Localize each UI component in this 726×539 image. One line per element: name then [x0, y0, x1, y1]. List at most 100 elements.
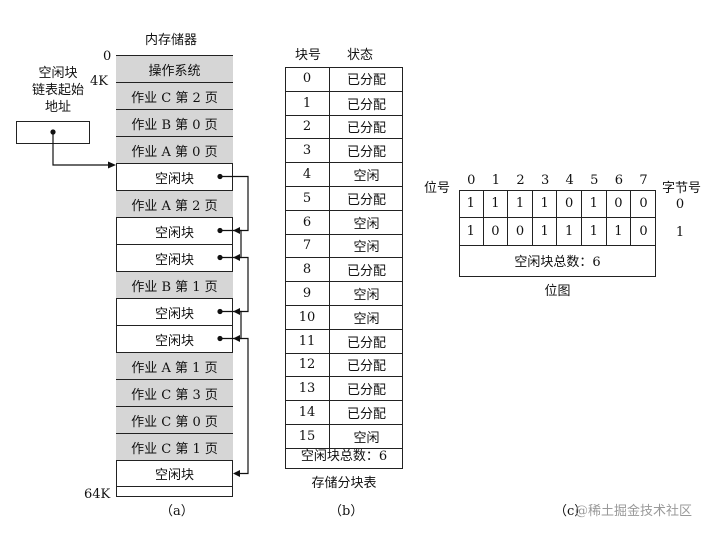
block-table-row: 5 已分配 — [285, 186, 403, 210]
bit-number-label: 位号 — [424, 181, 451, 196]
block-state: 空闲 — [353, 169, 380, 185]
block-state: 空闲 — [353, 240, 380, 256]
free-list-link — [220, 310, 242, 340]
free-list-link — [220, 256, 249, 313]
bitmap-bit: 1 — [582, 218, 607, 246]
caption-b: （b） — [329, 504, 364, 519]
bit-number: 1 — [491, 173, 501, 188]
block-state: 已分配 — [346, 121, 386, 137]
memory-allocated-block: 作业 B 第 1 页 — [116, 271, 233, 298]
bitmap-bit: 0 — [606, 190, 632, 218]
block-state: 空闲 — [353, 311, 380, 327]
bitmap-bit: 1 — [508, 190, 533, 218]
bitmap-bit: 1 — [557, 218, 582, 246]
bit-number: 4 — [565, 173, 574, 188]
arrowhead — [233, 470, 240, 477]
bitmap-bit: 0 — [557, 190, 582, 218]
block-number: 13 — [285, 377, 330, 401]
block-state: 空闲 — [353, 430, 380, 446]
block-number: 6 — [285, 210, 330, 234]
memory-allocated-block: 操作系统 — [116, 55, 233, 82]
block-state: 已分配 — [346, 73, 386, 89]
bitmap-bit: 1 — [582, 190, 607, 218]
block-number: 0 — [285, 67, 330, 91]
free-list-head-label-1: 空闲块 — [38, 66, 78, 81]
block-state: 已分配 — [346, 145, 386, 161]
memory-allocated-block: 作业 A 第 2 页 — [116, 190, 233, 217]
memory-allocated-block: 作业 C 第 1 页 — [116, 433, 233, 460]
block-table-row: 8 已分配 — [285, 257, 403, 282]
byte-number-label: 字节号 — [662, 181, 702, 196]
block-table-header-state: 状态 — [347, 48, 374, 63]
caption-c: （c） — [554, 504, 588, 519]
bitmap-bit: 0 — [631, 218, 656, 246]
bit-number: 5 — [590, 173, 599, 188]
bitmap-bit: 0 — [631, 190, 656, 218]
block-state: 已分配 — [346, 264, 386, 280]
bit-number: 7 — [639, 173, 648, 188]
arrowhead — [108, 161, 116, 169]
memory-free-block: 空闲块 — [116, 244, 233, 271]
bitmap-bit: 1 — [459, 190, 484, 218]
block-table-row: 4 空闲 — [285, 162, 403, 186]
block-number: 4 — [285, 163, 330, 186]
address-4k-label: 4K — [90, 74, 108, 89]
memory-allocated-block: 作业 A 第 1 页 — [116, 352, 233, 379]
block-state: 已分配 — [346, 97, 386, 113]
bitmap-bit: 1 — [459, 218, 484, 246]
block-number: 9 — [285, 282, 330, 305]
block-table-row: 13 已分配 — [285, 376, 403, 401]
byte-number: 0 — [675, 197, 685, 212]
head-pointer-line — [52, 132, 113, 166]
block-number: 1 — [285, 91, 330, 115]
memory-free-block: 空闲块 — [116, 298, 233, 325]
memory-allocated-block: 作业 B 第 0 页 — [116, 109, 233, 136]
bitmap-title: 位图 — [544, 284, 571, 299]
bitmap-total: 空闲块总数：6 — [514, 255, 601, 270]
bit-number: 0 — [467, 173, 476, 188]
block-number: 11 — [285, 329, 330, 353]
memory-title: 内存储器 — [145, 33, 198, 48]
memory-allocated-block: 作业 C 第 0 页 — [116, 406, 233, 433]
block-table-header-block: 块号 — [295, 48, 322, 63]
address-64k-label: 64K — [84, 487, 111, 502]
memory-free-block: 空闲块 — [116, 325, 233, 352]
block-number: 8 — [285, 258, 330, 282]
block-state: 已分配 — [346, 407, 386, 423]
bit-number: 2 — [516, 173, 525, 188]
block-state: 空闲 — [353, 288, 380, 304]
memory-allocated-block: 作业 C 第 2 页 — [116, 82, 233, 109]
block-number: 10 — [285, 306, 330, 329]
block-table — [285, 67, 403, 469]
block-table-row: 11 已分配 — [285, 328, 403, 353]
memory-allocated-block: 作业 A 第 0 页 — [116, 136, 233, 163]
block-state: 已分配 — [346, 335, 386, 351]
address-0-label: 0 — [103, 49, 112, 64]
block-table-divider — [285, 447, 403, 449]
block-state: 已分配 — [346, 192, 386, 208]
block-table-total: 空闲块总数：6 — [300, 449, 388, 464]
bitmap-bit: 1 — [483, 190, 509, 218]
block-state: 已分配 — [346, 383, 386, 399]
free-list-head-label-2: 链表起始 — [31, 83, 84, 98]
bitmap-bit: 1 — [606, 218, 632, 246]
block-table-title: 存储分块表 — [311, 476, 377, 491]
bit-number: 3 — [540, 173, 550, 188]
block-state: 已分配 — [346, 359, 386, 375]
caption-a: （a） — [160, 504, 194, 519]
block-table-row: 9 空闲 — [285, 281, 403, 305]
byte-number: 1 — [675, 225, 685, 240]
block-number: 5 — [285, 187, 330, 210]
block-number: 3 — [285, 139, 330, 163]
block-table-row: 1 已分配 — [285, 90, 403, 115]
block-table-row: 0 已分配 — [285, 67, 403, 91]
bitmap-bit: 0 — [483, 218, 509, 246]
block-table-row: 3 已分配 — [285, 138, 403, 163]
block-number: 7 — [285, 234, 330, 258]
free-list-link — [220, 337, 249, 475]
